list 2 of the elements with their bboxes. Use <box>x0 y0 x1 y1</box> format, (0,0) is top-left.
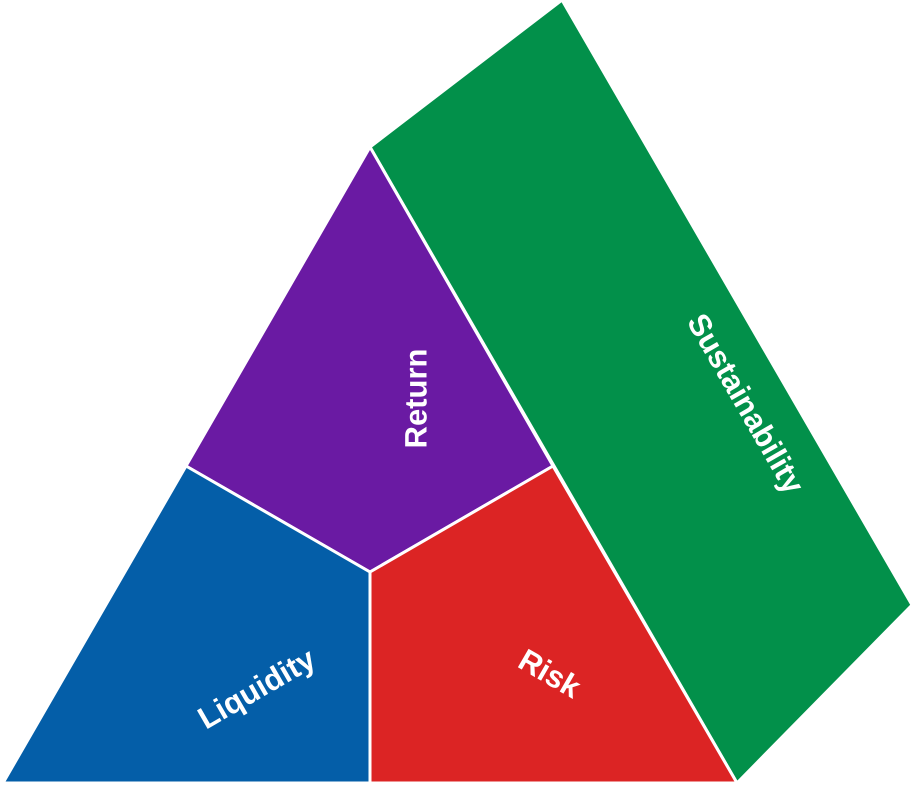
segment-label: Return <box>400 348 432 448</box>
segment-label: Risk <box>514 644 586 704</box>
